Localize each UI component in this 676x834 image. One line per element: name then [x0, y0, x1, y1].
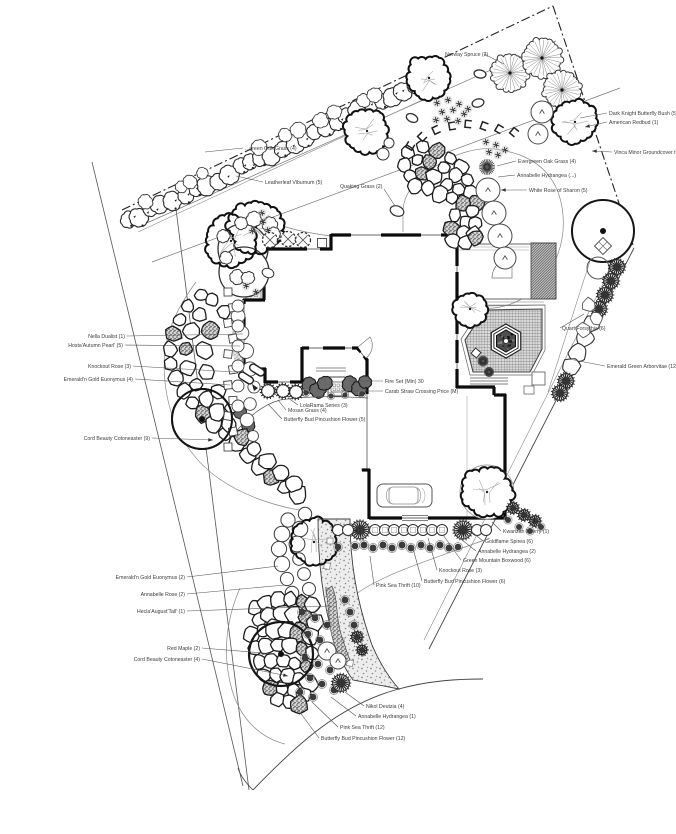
svg-text:Dark Knight Butterfly Bush (5): Dark Knight Butterfly Bush (5) [609, 111, 676, 117]
svg-text:LolaRama Series (3): LolaRama Series (3) [300, 403, 348, 409]
svg-text:Evergreen Oak Grass (4): Evergreen Oak Grass (4) [518, 159, 576, 165]
svg-text:Knockout Rose (3): Knockout Rose (3) [88, 364, 131, 370]
svg-text:Leatherleaf Viburnum (5): Leatherleaf Viburnum (5) [265, 180, 323, 186]
svg-text:Green Mountain Boxwood (6): Green Mountain Boxwood (6) [463, 558, 531, 564]
svg-text:Goldflame Spirea (6): Goldflame Spirea (6) [485, 539, 533, 545]
svg-text:Annabelle Rose (2): Annabelle Rose (2) [141, 592, 186, 598]
svg-text:Quart Forsythia (6): Quart Forsythia (6) [562, 326, 606, 332]
svg-text:Pink Sea Thrift (10): Pink Sea Thrift (10) [376, 583, 421, 589]
svg-text:Pink Sea Thrift (12): Pink Sea Thrift (12) [340, 725, 385, 731]
svg-text:...green Oak Grass (4): ...green Oak Grass (4) [245, 146, 297, 152]
svg-text:Norway Spruce (3): Norway Spruce (3) [445, 52, 489, 58]
svg-text:Butterfly Bud Pincushion Flowe: Butterfly Bud Pincushion Flower (6) [424, 579, 506, 585]
svg-text:Hecla'August'Tall' (1): Hecla'August'Tall' (1) [137, 609, 185, 615]
svg-text:Hosta'Autumn Pearl' (5): Hosta'Autumn Pearl' (5) [68, 343, 123, 349]
svg-text:Annabelle Hydrangea (2): Annabelle Hydrangea (2) [478, 549, 536, 555]
svg-text:Kwanzan Cherry (1): Kwanzan Cherry (1) [503, 529, 549, 535]
svg-text:Butterfly Bud Pincushion Flowe: Butterfly Bud Pincushion Flower (5) [284, 417, 366, 423]
svg-text:Nikol Deutzia (4): Nikol Deutzia (4) [366, 704, 405, 710]
svg-text:Carab Straw Crossing Price (M): Carab Straw Crossing Price (M) [385, 389, 458, 395]
svg-text:White Rose of Sharon (5): White Rose of Sharon (5) [529, 188, 588, 194]
svg-text:Nella Dualist (1): Nella Dualist (1) [88, 334, 125, 340]
svg-text:Mosan Grass (4): Mosan Grass (4) [288, 408, 327, 414]
svg-text:Emerald'n Gold Euonymus (4): Emerald'n Gold Euonymus (4) [64, 377, 134, 383]
svg-text:Emerald Green Arborvitae (12): Emerald Green Arborvitae (12) [607, 364, 676, 370]
svg-text:Fire Set (Min) 30: Fire Set (Min) 30 [385, 379, 424, 385]
svg-text:Annabelle Hydrangea (...): Annabelle Hydrangea (...) [517, 173, 576, 179]
svg-text:Vinca Minor Groundcover to ...: Vinca Minor Groundcover to ... [614, 150, 676, 156]
svg-text:Knockout Rose (3): Knockout Rose (3) [439, 568, 482, 574]
svg-text:Annabelle Hydrangea (1): Annabelle Hydrangea (1) [358, 714, 416, 720]
svg-text:Cord Beauty Cotoneaster (9): Cord Beauty Cotoneaster (9) [84, 436, 151, 442]
svg-text:American Redbud (1): American Redbud (1) [609, 120, 659, 126]
svg-text:Red Maple (2): Red Maple (2) [167, 646, 200, 652]
svg-text:Butterfly Bud Pincushion Flowe: Butterfly Bud Pincushion Flower (12) [321, 736, 405, 742]
svg-text:Emerald'n Gold Euonymus (2): Emerald'n Gold Euonymus (2) [116, 575, 186, 581]
svg-text:Cord Beauty Cotoneaster (4): Cord Beauty Cotoneaster (4) [134, 657, 201, 663]
svg-text:Quaking Grass (2): Quaking Grass (2) [340, 184, 383, 190]
